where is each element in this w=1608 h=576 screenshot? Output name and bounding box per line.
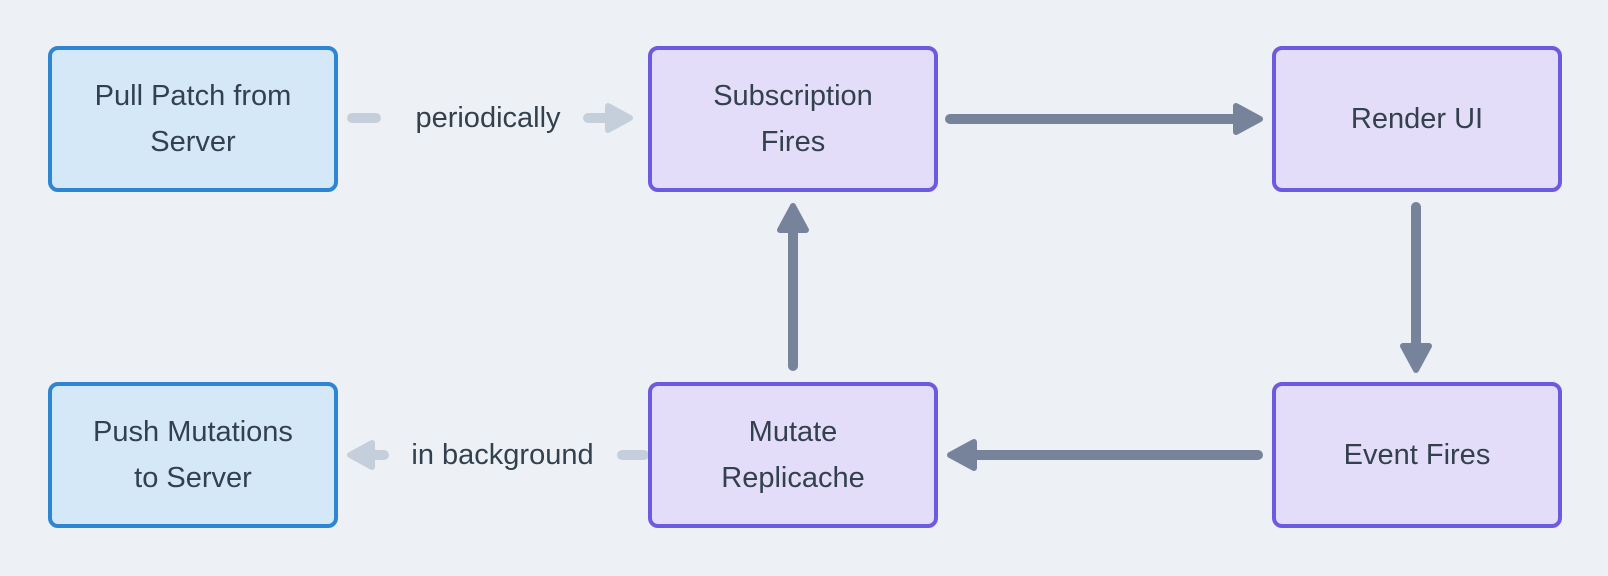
node-mutate-replicache: Mutate Replicache xyxy=(648,382,938,528)
arrow-mutate-to-push xyxy=(347,440,649,470)
arrow-mutate-to-subscription xyxy=(777,203,809,371)
node-label-line: Render UI xyxy=(1350,103,1484,135)
node-label-line: Push Mutations xyxy=(93,416,293,448)
edge-label-in-background: in background xyxy=(411,439,594,471)
node-event-fires: Event Fires xyxy=(1272,382,1562,528)
node-subscription-fires: Subscription Fires xyxy=(648,46,938,192)
node-label-line: Pull Patch from xyxy=(94,80,292,112)
arrow-render-to-event xyxy=(1400,202,1432,373)
arrow-subscription-to-render xyxy=(945,103,1263,135)
node-pull-patch-from-server: Pull Patch from Server xyxy=(48,46,338,192)
edge-label-periodically: periodically xyxy=(415,102,561,134)
node-push-mutations-to-server: Push Mutations to Server xyxy=(48,382,338,528)
node-label-line: to Server xyxy=(134,462,252,494)
node-label-line: Replicache xyxy=(721,462,865,494)
arrow-event-to-mutate xyxy=(947,439,1263,471)
node-label-line: Subscription xyxy=(713,80,873,112)
arrow-pull-to-subscription xyxy=(347,103,633,133)
node-label-line: Server xyxy=(150,126,236,158)
node-render-ui: Render UI xyxy=(1272,46,1562,192)
node-label-line: Mutate xyxy=(748,416,838,448)
node-label-line: Event Fires xyxy=(1343,439,1491,471)
node-label-line: Fires xyxy=(760,126,826,158)
